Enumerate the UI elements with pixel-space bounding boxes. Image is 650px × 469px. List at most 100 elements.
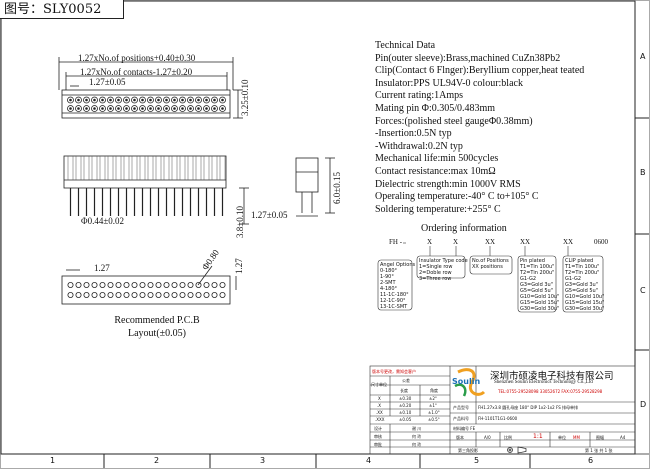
top-pin-socket (99, 105, 106, 112)
pcb-caption: Recommended P.C.B Layout(±0.05) (102, 314, 212, 340)
tb-company-cn: 深圳市硕凌电子科技有限公司 (490, 371, 614, 382)
tb-product-no-label: 产品料号 (453, 416, 469, 421)
pcb-hole (67, 291, 74, 298)
dim-side-height: 6.0±0.15 (332, 172, 342, 204)
angel-options-box: Angel Options 0-180° 1-90° 2-SMT 4-180° … (380, 262, 415, 310)
tb-sheet-label: 图幅 (596, 435, 604, 440)
projection-symbol (507, 446, 527, 454)
top-pin-socket (75, 105, 82, 112)
tb-cell: .XX (376, 410, 383, 415)
box-line: 13-1C-SMT (380, 304, 408, 310)
ordering-title: Ordering information (421, 223, 507, 234)
top-pin-socket (67, 105, 74, 112)
order-code-clip: XX (563, 238, 574, 246)
top-pin-socket (107, 96, 114, 104)
tb-cell: .X (377, 403, 382, 408)
top-pin-socket (195, 96, 202, 104)
box-line: 0-180° (380, 268, 398, 274)
box-line: 12-1C-90° (380, 298, 406, 304)
box-line: T2=Tin 200u" (565, 270, 600, 276)
pcb-hole (211, 291, 218, 298)
box-line: G1-G2 (565, 276, 582, 282)
pcb-hole (147, 281, 154, 288)
tb-page: 第 1 张 共 1 张 (585, 448, 613, 453)
pcb-hole (115, 291, 122, 298)
top-pin-socket (115, 96, 122, 104)
pcb-hole (195, 281, 202, 288)
pcb-hole (91, 291, 98, 298)
pcb-hole (163, 291, 170, 298)
zone-letter: C (640, 286, 646, 295)
tb-cell: ±0.10 (399, 410, 412, 415)
tb-name: 何 玲 (412, 442, 422, 447)
pcb-hole (179, 291, 186, 298)
box-line: 2=Doble row (419, 270, 452, 276)
top-pin-socket (219, 105, 226, 112)
top-pin-socket (99, 96, 106, 104)
tb-scale-label: 比例 (504, 435, 512, 440)
top-pin-socket (195, 105, 202, 112)
box-line: G15=Gold 15u" (565, 300, 605, 306)
tb-sheet: A4 (620, 435, 626, 440)
dim-pin-length: 3.8±0.10 (235, 206, 245, 238)
top-pin-socket (147, 105, 154, 112)
dim-top-pitch: 1.27±0.05 (89, 77, 126, 87)
tech-line: Dielectric strength:min 1000V RMS (375, 178, 521, 190)
pcb-caption-line-2: Layout(±0.05) (128, 328, 186, 339)
box-line: T2=Tin 200u" (520, 270, 555, 276)
title-block-lines (369, 365, 636, 455)
pcb-hole (107, 281, 114, 288)
pcb-hole (75, 281, 82, 288)
positions-box: No.of Positions XX positions (472, 258, 509, 270)
tb-cell: .XXX (375, 417, 385, 422)
side-view (295, 157, 335, 217)
order-code-insulator: X (453, 238, 459, 246)
dim-top-overall: 1.27xNo.of positions+0.40±0.30 (78, 53, 196, 63)
pcb-hole (155, 291, 162, 298)
pcb-hole (131, 281, 138, 288)
tb-name: 何 玲 (412, 434, 422, 439)
box-line: G3=Gold 3u" (565, 282, 598, 288)
dim-top-contacts: 1.27xNo.of contacts-1.27±0.20 (80, 67, 193, 77)
pcb-holes (67, 281, 226, 298)
top-pin-socket (171, 105, 178, 112)
pcb-hole (139, 281, 146, 288)
top-pin-socket (163, 96, 170, 104)
pcb-hole (203, 291, 210, 298)
insulator-type-box: Insulator Type code 1=Single row 2=Doble… (419, 258, 468, 282)
tb-unit-label: 单位 (558, 435, 566, 440)
pcb-layout (61, 265, 237, 305)
box-line: T1=Tin 100u" (520, 264, 555, 270)
dim-pin-diameter: Φ0.44±0.02 (81, 216, 125, 226)
pcb-hole (195, 291, 202, 298)
pcb-hole (203, 281, 210, 288)
tb-logo-text: Soulin (452, 377, 481, 386)
tech-line: Mating pin Φ:0.305/0.483mm (375, 102, 496, 114)
box-line: G5=Gold 5u" (520, 288, 553, 294)
tb-design-label: 设计 (374, 426, 382, 431)
box-line: G1-G2 (520, 276, 537, 282)
tb-cell: ±0.30 (399, 396, 412, 401)
pcb-hole (219, 291, 226, 298)
box-line: 11-1C-180° (380, 292, 409, 298)
tb-cell: ±0.05 (399, 417, 412, 422)
tech-line: Soldering temperature:+255° C (375, 203, 501, 215)
tb-approve-label: 审批 (374, 442, 382, 447)
box-line: CLIP plated (565, 258, 594, 264)
top-pin-socket (155, 105, 162, 112)
tb-tolerance: 公差 (402, 378, 410, 383)
pcb-hole (91, 281, 98, 288)
order-code-suffix: 0600 (594, 238, 608, 246)
box-line: 2-SMT (380, 280, 396, 286)
dim-pcb-pitch-x: 1.27 (94, 263, 110, 273)
top-pin-socket (123, 105, 130, 112)
box-line: G3=Gold 3u" (520, 282, 553, 288)
zone-number: 5 (474, 456, 480, 465)
pcb-hole (219, 281, 226, 288)
box-line: G10=Gold 10u" (520, 294, 560, 300)
tb-name: 谢 川 (412, 426, 422, 431)
top-pin-socket (75, 96, 82, 104)
pcb-hole (171, 291, 178, 298)
top-pin-socket (131, 105, 138, 112)
tb-version: A/0 (484, 435, 491, 440)
